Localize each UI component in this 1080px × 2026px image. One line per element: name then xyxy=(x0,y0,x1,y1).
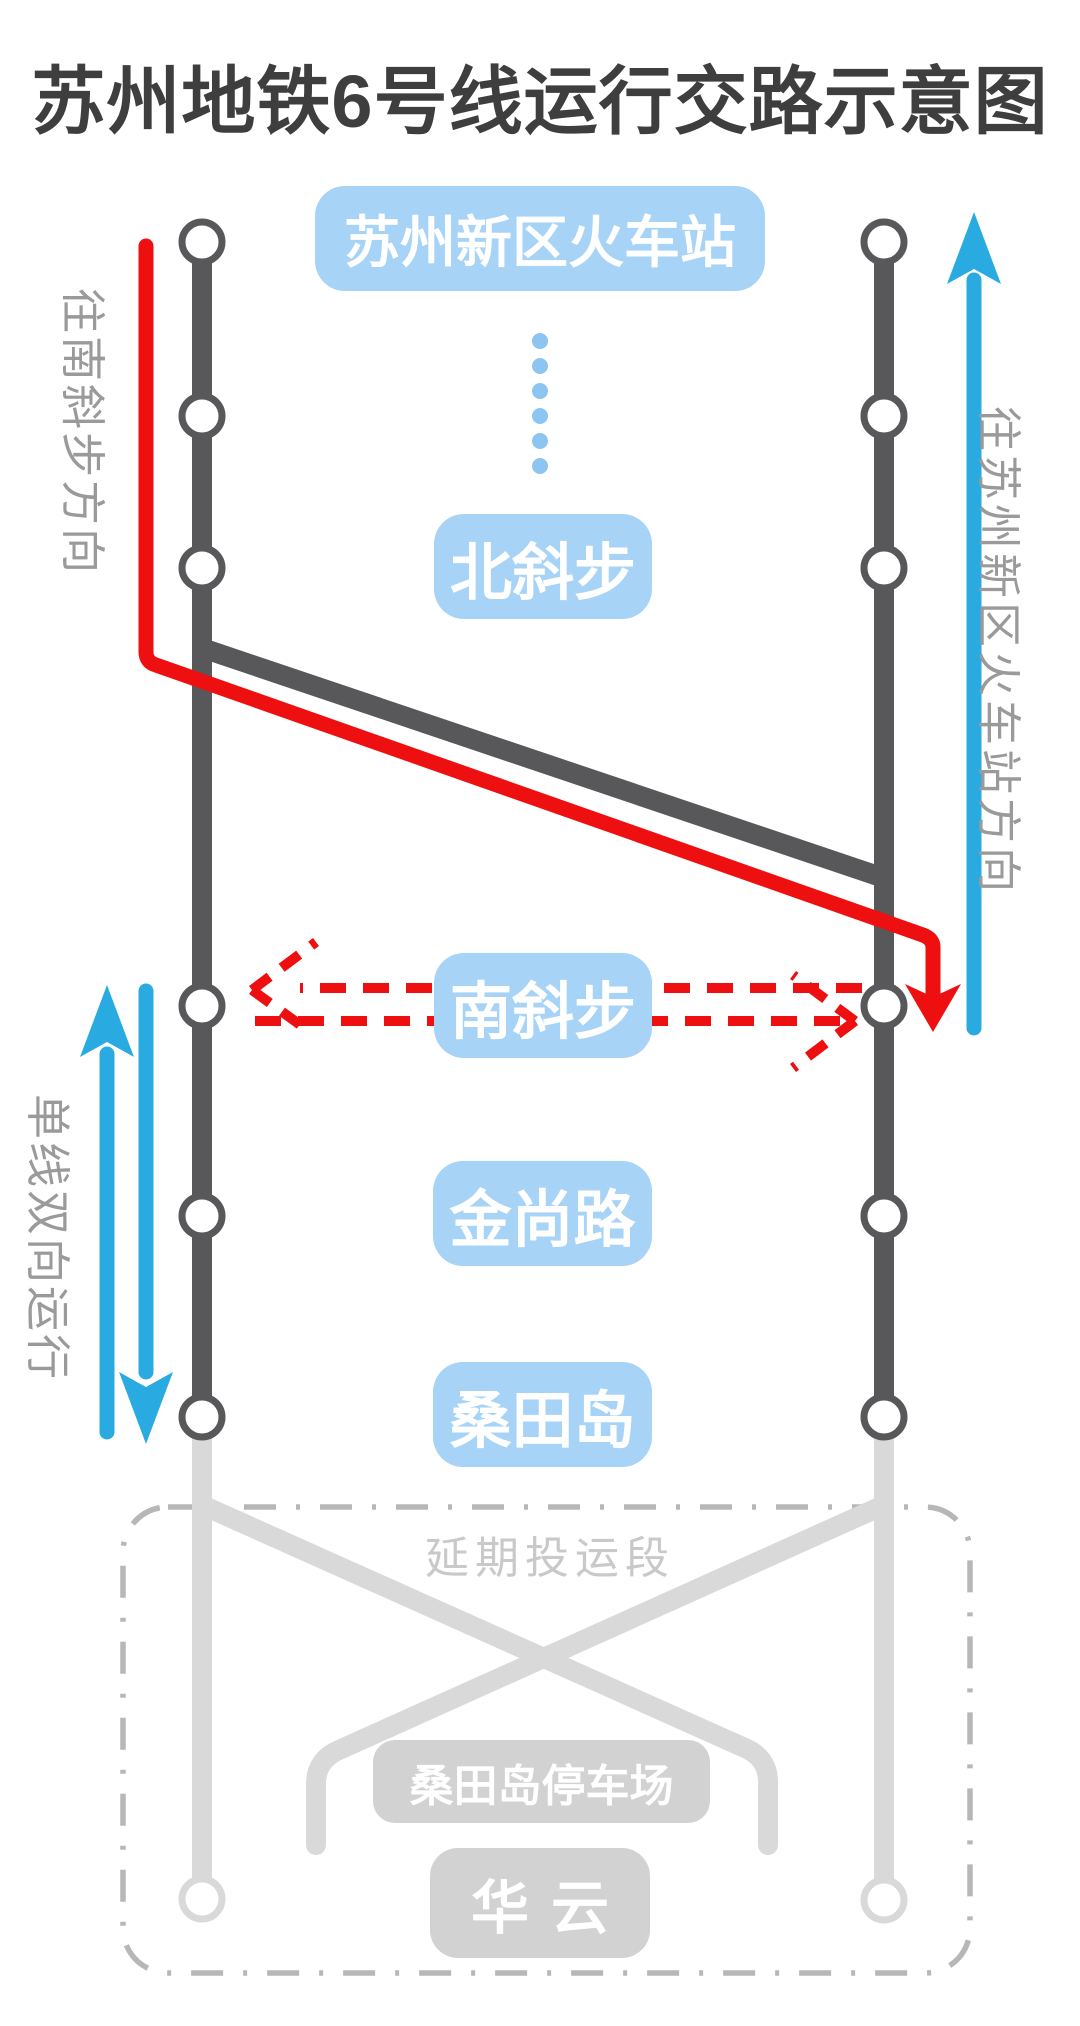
depot-name: 桑田岛停车场 xyxy=(409,1761,674,1811)
station-marker xyxy=(178,544,226,592)
dashed-arrow-leftward-wing-lower xyxy=(249,985,313,1037)
station-label-sangtiandao: 桑田岛 xyxy=(433,1362,652,1467)
direction-note-to-nanxiebu: 往南斜步方向 xyxy=(57,288,107,577)
station-marker xyxy=(860,392,908,440)
deferred-section-border xyxy=(120,1504,973,1976)
depot-crossover-track-left-to-right xyxy=(192,1495,778,1855)
station-name: 苏州新区火车站 xyxy=(344,211,736,274)
huayun-station-marker-right xyxy=(860,1876,908,1924)
station-name: 南斜步 xyxy=(449,977,636,1047)
station-marker xyxy=(860,218,908,266)
station-marker xyxy=(178,1192,226,1240)
crossover-track xyxy=(198,638,888,888)
station-marker xyxy=(860,544,908,592)
station-name: 北斜步 xyxy=(449,538,636,608)
station-marker xyxy=(860,1192,908,1240)
page-title: 苏州地铁6号线运行交路示意图 xyxy=(31,60,1049,143)
depot-crossover-track-right-to-left xyxy=(306,1495,894,1855)
down-direction-arrowhead-left xyxy=(119,1372,173,1444)
huayun-station-marker-left xyxy=(178,1875,226,1923)
station-markers xyxy=(178,218,908,1441)
station-marker xyxy=(178,392,226,440)
station-label-nanxiebu: 南斜步 xyxy=(434,953,652,1058)
dashed-arrow-rightward-wing-upper xyxy=(790,970,858,1026)
up-direction-arrowhead-right xyxy=(947,212,1001,284)
station-label-beixiebu: 北斜步 xyxy=(434,514,652,619)
direction-note-to-suzhou-xinqu: 往苏州新区火车站方向 xyxy=(973,406,1023,897)
up-direction-arrowhead-left xyxy=(80,985,134,1057)
station-label-jinshanglu: 金尚路 xyxy=(433,1161,652,1266)
red-route-arrowhead-down xyxy=(905,984,961,1032)
single-track-bidirectional-note: 单线双向运行 xyxy=(22,1094,72,1383)
station-name: 桑田岛 xyxy=(449,1386,636,1456)
station-marker xyxy=(178,982,226,1030)
red-route-line xyxy=(138,238,941,1006)
station-name: 金尚路 xyxy=(449,1185,636,1255)
station-label-sangtiandao-depot: 桑田岛停车场 xyxy=(373,1740,710,1823)
station-label-suzhou-xinqu-railway: 苏州新区火车站 xyxy=(315,186,765,291)
station-name: 华云 xyxy=(470,1876,631,1941)
station-marker xyxy=(178,1393,226,1441)
dashed-arrow-leftward-wing-upper xyxy=(249,938,319,994)
deferred-section-label: 延期投运段 xyxy=(425,1534,675,1583)
station-marker xyxy=(860,982,908,1030)
station-label-huayun: 华云 xyxy=(430,1848,650,1958)
line-continues-dots xyxy=(532,333,548,474)
dashed-arrow-rightward-wing-lower xyxy=(789,1017,859,1072)
station-marker xyxy=(178,218,226,266)
station-marker xyxy=(860,1393,908,1441)
